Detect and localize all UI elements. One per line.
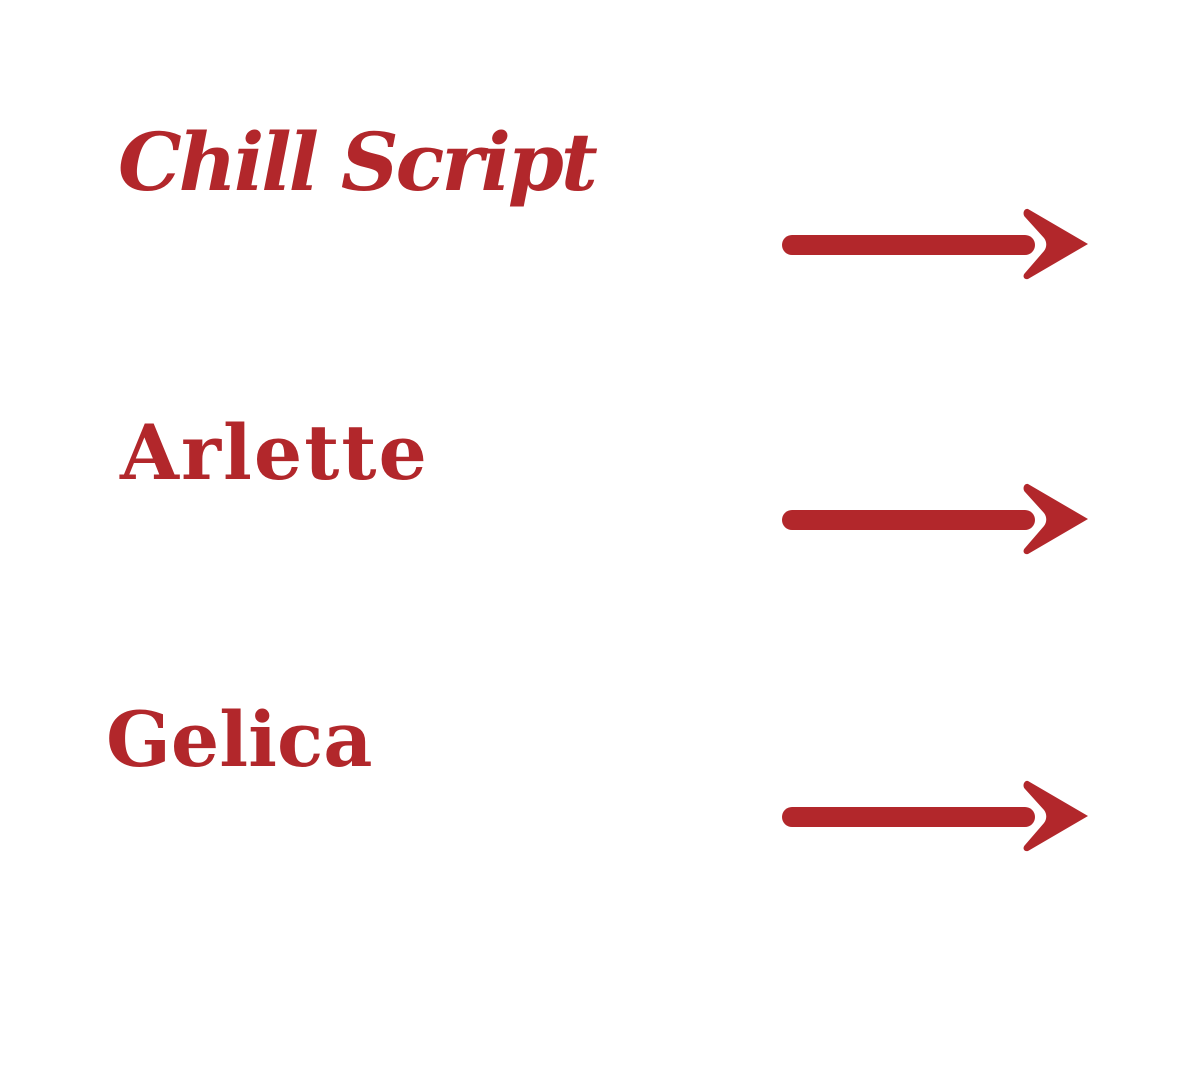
font-name-label: Gelica [106, 695, 373, 784]
font-name-label: Chill Script [118, 115, 598, 209]
arrow-right-icon[interactable] [780, 775, 1100, 859]
font-option-gelica[interactable]: Gelica [0, 590, 1195, 890]
arrow-right-icon[interactable] [780, 203, 1100, 287]
font-name-label: Arlette [120, 408, 429, 497]
font-option-chill-script[interactable]: Chill Script [0, 0, 1195, 300]
font-option-arlette[interactable]: Arlette [0, 300, 1195, 590]
arrow-right-icon[interactable] [780, 478, 1100, 562]
